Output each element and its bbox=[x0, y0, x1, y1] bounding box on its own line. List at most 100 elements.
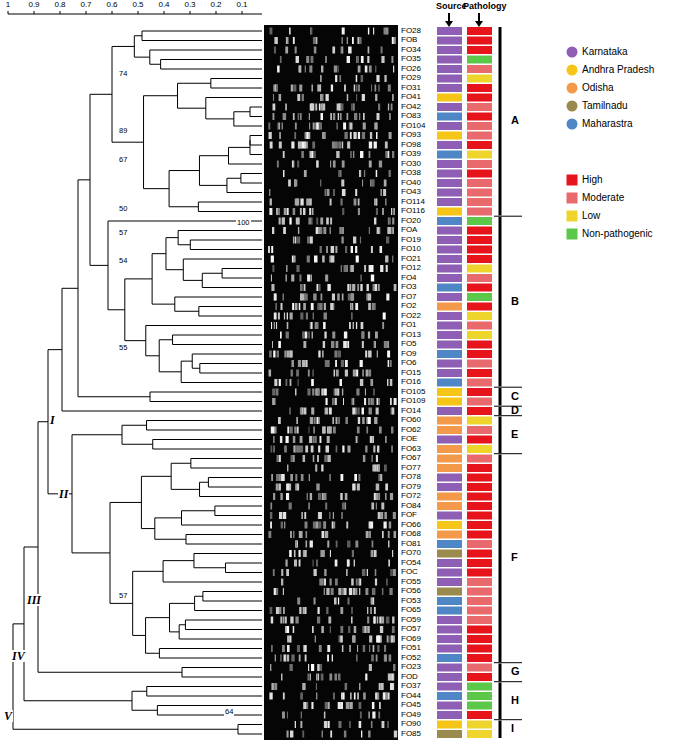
gel-band bbox=[353, 370, 356, 377]
gel-band bbox=[283, 170, 285, 177]
pathology-bar bbox=[467, 502, 492, 510]
gel-band bbox=[370, 607, 372, 614]
source-bar bbox=[437, 341, 462, 349]
gel-band bbox=[342, 389, 343, 396]
gel-band bbox=[347, 94, 349, 101]
gel-band bbox=[284, 313, 285, 320]
gel-band bbox=[321, 113, 324, 120]
gel-band bbox=[387, 265, 388, 272]
tree-line bbox=[198, 202, 262, 203]
gel-band bbox=[314, 123, 316, 130]
tree-line bbox=[234, 126, 262, 127]
gel-band bbox=[324, 132, 326, 139]
gel-band bbox=[373, 598, 374, 605]
cluster-bracket bbox=[499, 27, 502, 216]
gel-band bbox=[384, 341, 387, 348]
gel-band bbox=[281, 522, 284, 529]
gel-band bbox=[303, 455, 306, 462]
gel-band bbox=[341, 512, 343, 519]
source-bar bbox=[437, 369, 462, 377]
gel-band bbox=[279, 142, 282, 149]
gel-band bbox=[347, 56, 350, 63]
gel-band bbox=[303, 702, 305, 709]
gel-band bbox=[346, 569, 348, 576]
gel-band bbox=[290, 531, 292, 538]
gel-band bbox=[342, 161, 345, 168]
source-bar bbox=[437, 597, 462, 605]
gel-band bbox=[327, 655, 329, 662]
gel-band bbox=[355, 246, 357, 253]
gel-band bbox=[384, 645, 386, 652]
tree-line bbox=[152, 304, 175, 305]
tree-line bbox=[146, 653, 160, 654]
gel-band bbox=[376, 170, 378, 177]
gel-band bbox=[323, 522, 326, 529]
pathology-bar bbox=[467, 721, 492, 729]
gel-band bbox=[347, 113, 349, 120]
gel-band bbox=[333, 693, 335, 700]
cluster-letter: H bbox=[511, 695, 519, 706]
source-bar bbox=[437, 569, 462, 577]
gel-band bbox=[283, 617, 285, 624]
pathology-bar bbox=[467, 483, 492, 491]
gel-band bbox=[352, 484, 355, 491]
isolate-name: FO67 bbox=[401, 454, 421, 462]
gel-band bbox=[271, 645, 272, 652]
gel-band bbox=[351, 294, 354, 301]
gel-band bbox=[387, 379, 388, 386]
source-bar bbox=[437, 360, 462, 368]
gel-band bbox=[346, 341, 348, 348]
gel-band bbox=[310, 417, 313, 424]
gel-band bbox=[318, 351, 320, 358]
gel-band bbox=[312, 389, 314, 396]
source-bar bbox=[437, 673, 462, 681]
gel-band bbox=[367, 284, 369, 291]
gel-band bbox=[300, 313, 303, 320]
source-bar bbox=[437, 208, 462, 216]
gel-band bbox=[335, 398, 337, 405]
gel-band bbox=[279, 218, 281, 225]
gel-band bbox=[287, 208, 289, 215]
pathology-bar bbox=[467, 711, 492, 719]
isolate-name: FO72 bbox=[401, 492, 421, 500]
gel-band bbox=[325, 503, 327, 510]
source-bar bbox=[437, 312, 462, 320]
tree-line bbox=[183, 280, 202, 281]
gel-band bbox=[393, 664, 396, 671]
gel-band bbox=[296, 370, 299, 377]
isolate-name: FO12 bbox=[401, 264, 421, 272]
gel-band bbox=[290, 617, 293, 624]
gel-band bbox=[348, 47, 352, 54]
gel-band bbox=[340, 47, 343, 54]
gel-band bbox=[363, 693, 366, 700]
gel-band bbox=[369, 522, 372, 529]
tree-line bbox=[147, 430, 262, 431]
tree-line bbox=[166, 269, 183, 270]
gel-band bbox=[379, 398, 381, 405]
isolate-name: FO22 bbox=[401, 312, 421, 320]
pathology-bar bbox=[467, 512, 492, 520]
gel-band bbox=[282, 645, 285, 652]
gel-band bbox=[269, 370, 272, 377]
gel-band bbox=[297, 161, 299, 168]
gel-band bbox=[392, 256, 393, 263]
gel-band bbox=[321, 674, 324, 681]
tree-line bbox=[159, 648, 262, 649]
gel-band bbox=[318, 512, 321, 519]
gel-band bbox=[393, 569, 396, 576]
gel-band bbox=[384, 180, 387, 187]
gel-band bbox=[360, 237, 361, 244]
gel-band bbox=[292, 256, 294, 263]
gel-band bbox=[271, 246, 273, 253]
gel-band bbox=[389, 655, 392, 662]
gel-band bbox=[394, 398, 397, 405]
isolate-name: FO53 bbox=[401, 597, 421, 605]
gel-band bbox=[291, 370, 294, 377]
gel-band bbox=[276, 85, 278, 92]
gel-band bbox=[317, 455, 319, 462]
source-bar bbox=[437, 94, 462, 102]
gel-band bbox=[327, 541, 329, 548]
isolate-name: FO70 bbox=[401, 549, 421, 557]
gel-band bbox=[387, 351, 390, 358]
gel-band bbox=[332, 294, 335, 301]
